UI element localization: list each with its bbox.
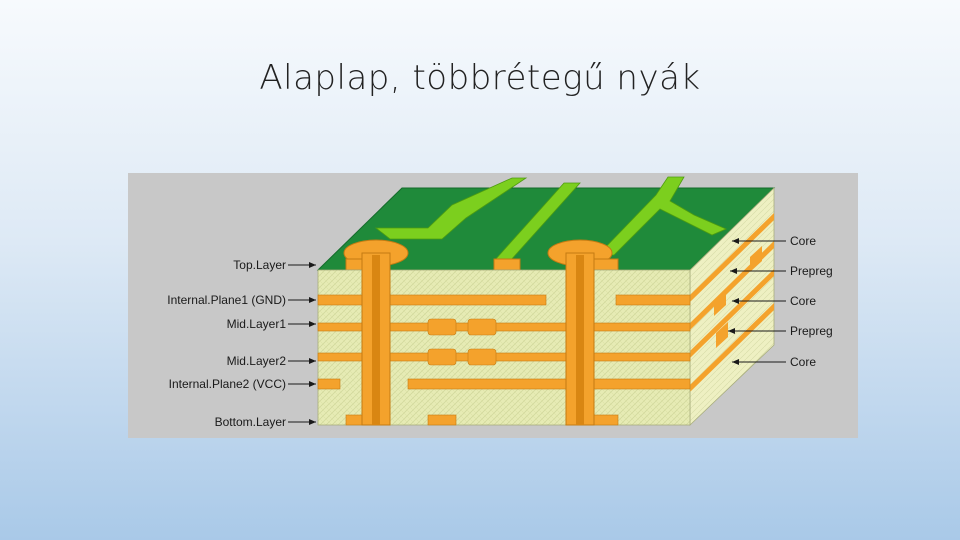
top-trace-3 — [597, 176, 728, 256]
label-internal-plane1: Internal.Plane1 (GND) — [167, 293, 286, 307]
via-2-hole — [576, 255, 584, 425]
side-pad-c — [716, 322, 728, 348]
side-copper-1 — [690, 213, 774, 302]
plane2-vcc-left — [317, 378, 341, 390]
label-prepreg-1: Prepreg — [790, 264, 833, 278]
side-pad-b — [714, 290, 726, 316]
via-1-hole — [372, 255, 380, 425]
label-core-1: Core — [790, 234, 816, 248]
mid1-pad-b — [467, 318, 497, 336]
label-core-2: Core — [790, 294, 816, 308]
top-pad-mid — [493, 258, 521, 271]
label-top-layer: Top.Layer — [233, 258, 286, 272]
label-prepreg-2: Prepreg — [790, 324, 833, 338]
top-pad-right — [591, 258, 619, 271]
side-copper-3 — [690, 269, 774, 358]
side-pad-a — [750, 246, 762, 272]
plane1-gnd-right — [615, 294, 691, 306]
plane1-gnd-left — [317, 294, 547, 306]
label-mid-layer2: Mid.Layer2 — [227, 354, 287, 368]
plane2-vcc-right — [407, 378, 691, 390]
mid2-pad-a — [427, 348, 457, 366]
pcb-layer-stack-svg: Top.Layer Internal.Plane1 (GND) Mid.Laye… — [167, 176, 833, 429]
label-internal-plane2: Internal.Plane2 (VCC) — [169, 377, 286, 391]
slide-title: Alaplap, többrétegű nyák — [259, 58, 701, 98]
mid1-line — [317, 322, 691, 332]
bottom-pad-mid — [427, 414, 457, 426]
side-copper-4 — [690, 303, 774, 392]
label-core-3: Core — [790, 355, 816, 369]
mid2-pad-b — [467, 348, 497, 366]
mid2-line — [317, 352, 691, 362]
label-mid-layer1: Mid.Layer1 — [227, 317, 287, 331]
top-trace-1 — [374, 177, 528, 240]
label-bottom-layer: Bottom.Layer — [215, 415, 286, 429]
pcb-diagram: Top.Layer Internal.Plane1 (GND) Mid.Laye… — [128, 173, 858, 438]
bottom-pad-right — [591, 414, 619, 426]
mid1-pad-a — [427, 318, 457, 336]
